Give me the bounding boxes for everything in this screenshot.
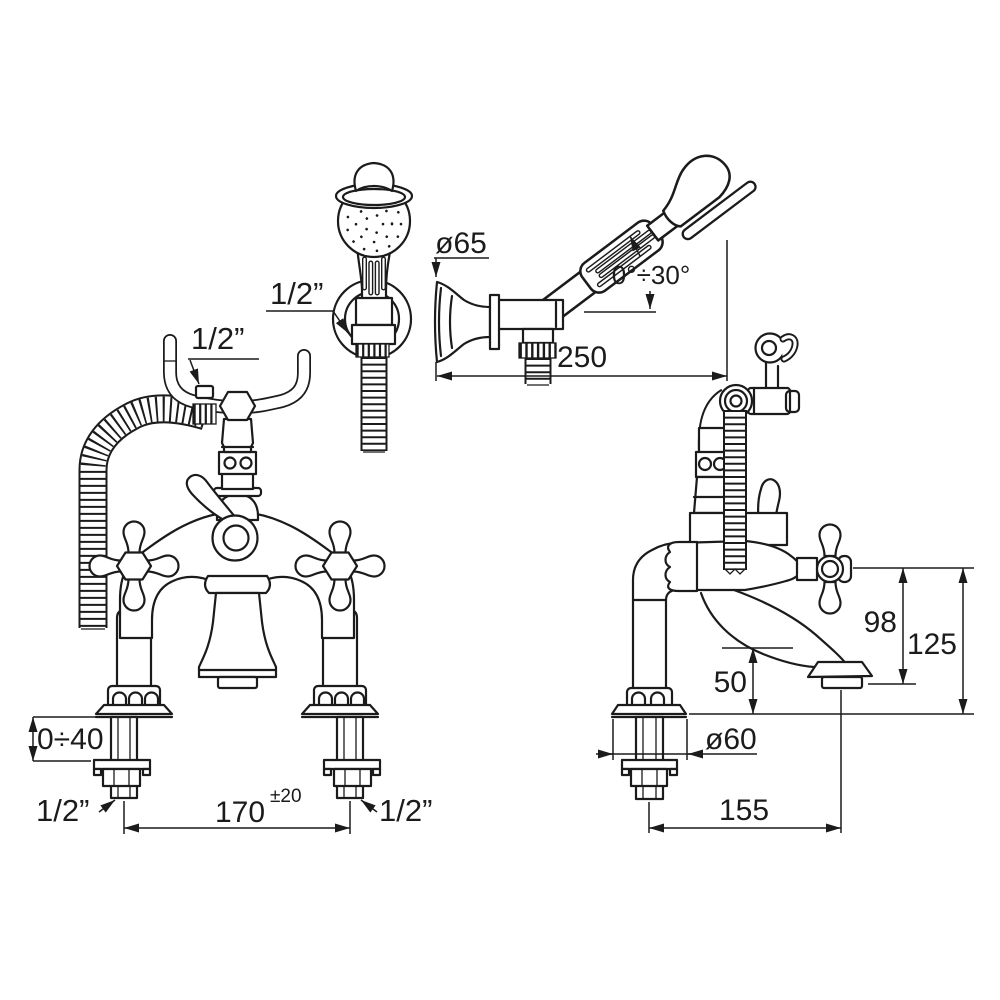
handshower-cap bbox=[353, 161, 395, 193]
shower-hose-front bbox=[78, 394, 211, 630]
riser-column bbox=[212, 417, 263, 522]
wall-flange bbox=[433, 280, 501, 364]
hanging-hook bbox=[754, 332, 799, 391]
handshower-hose-detail bbox=[360, 357, 388, 453]
left-pillar bbox=[92, 608, 174, 800]
side-cross-handle bbox=[815, 523, 845, 615]
cradle-connection-label: 1/2” bbox=[191, 321, 244, 356]
reach-dimension-label: 250 bbox=[557, 341, 607, 374]
wall-elbow-detail bbox=[433, 154, 757, 386]
side-view bbox=[610, 332, 874, 801]
overall-height-label: 125 bbox=[907, 628, 957, 661]
tub-spout bbox=[197, 574, 278, 690]
right-cross-handle bbox=[296, 522, 385, 611]
inlet-centres-tolerance-label: ±20 bbox=[270, 786, 302, 807]
elbow-hose-stub bbox=[524, 358, 552, 386]
bracket-connection-label: 1/2” bbox=[270, 276, 323, 311]
spout-height-label: 98 bbox=[864, 606, 897, 639]
side-leg bbox=[610, 541, 688, 801]
side-spout bbox=[699, 588, 874, 690]
spout-clearance-label: 50 bbox=[714, 666, 747, 699]
handshower-cradle bbox=[163, 334, 311, 425]
elbow-block bbox=[496, 298, 565, 331]
shower-hose-side bbox=[723, 410, 747, 575]
handshower-bracket-detail bbox=[331, 161, 414, 453]
cradle-inlet-port bbox=[194, 384, 215, 400]
front-view bbox=[78, 334, 385, 800]
spout-reach-label: 155 bbox=[719, 794, 769, 827]
deck-thickness-label: 0÷40 bbox=[37, 723, 104, 756]
left-inlet-label: 1/2” bbox=[36, 793, 89, 828]
swivel-angle-label: 0°÷30° bbox=[612, 260, 690, 290]
inlet-centres-label: 170 bbox=[215, 796, 265, 829]
right-inlet-label: 1/2” bbox=[379, 793, 432, 828]
flange-diameter-label: ø65 bbox=[435, 227, 487, 260]
base-diameter-label: ø60 bbox=[705, 723, 757, 756]
diverter-lever bbox=[185, 473, 259, 562]
dimensions: ø65 0°÷30° 250 0÷40 1/2” 170 ±20 1/2” 1/… bbox=[28, 227, 974, 834]
